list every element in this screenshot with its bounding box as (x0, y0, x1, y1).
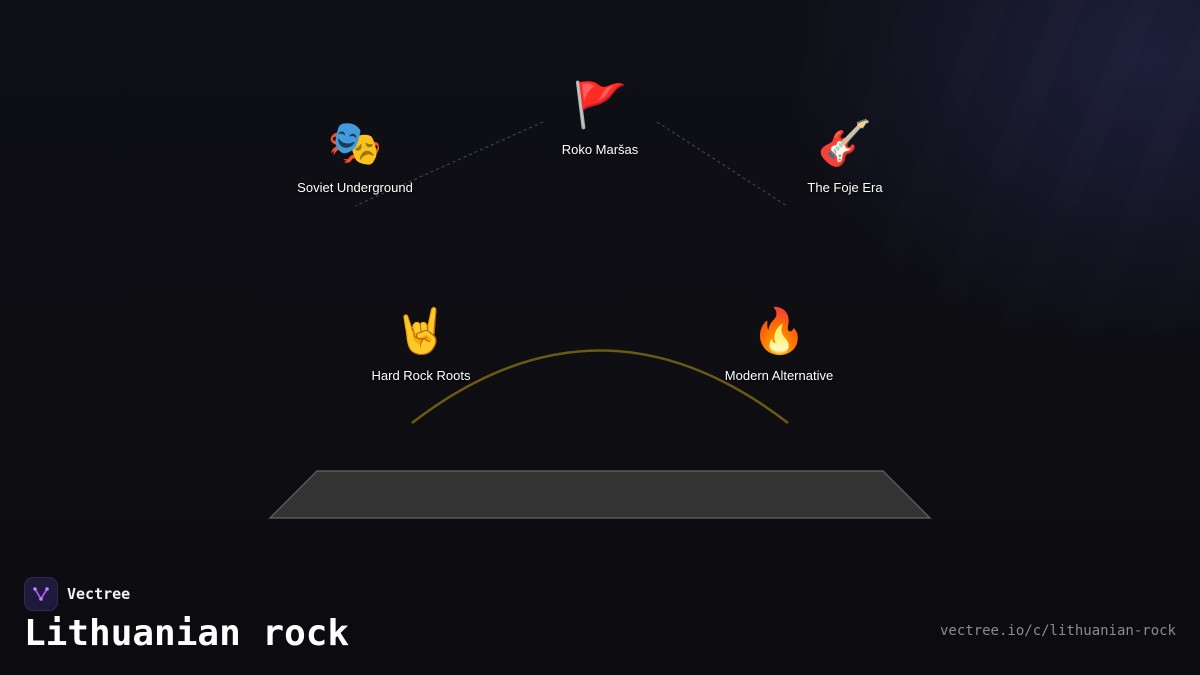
page-title: Lithuanian rock (24, 613, 350, 654)
node-modern-alternative[interactable]: 🔥 Modern Alternative (679, 306, 879, 383)
rock-hand-sign-icon: 🤘 (393, 306, 449, 357)
node-label: Modern Alternative (724, 368, 834, 383)
connector-roko-foje (656, 121, 788, 207)
stage-platform (268, 470, 932, 519)
brand[interactable]: Vectree (24, 577, 130, 611)
red-flag-icon: 🚩 (572, 80, 628, 131)
node-label: The Foje Era (807, 180, 883, 195)
brand-name: Vectree (67, 585, 131, 603)
vectree-logo-icon (24, 577, 58, 611)
node-the-foje-era[interactable]: 🎸 The Foje Era (745, 118, 945, 195)
page-url[interactable]: vectree.io/c/lithuanian-rock (939, 623, 1176, 639)
node-label: Hard Rock Roots (371, 368, 471, 383)
fire-icon: 🔥 (751, 306, 807, 357)
node-label: Soviet Underground (297, 180, 413, 195)
arc-connector (411, 349, 789, 424)
node-soviet-underground[interactable]: 🎭 Soviet Underground (255, 118, 455, 195)
performing-arts-masks-icon: 🎭 (327, 118, 383, 169)
node-label: Roko Maršas (561, 142, 639, 157)
node-roko-marsas[interactable]: 🚩 Roko Maršas (500, 80, 700, 157)
guitar-icon: 🎸 (817, 118, 873, 169)
node-hard-rock-roots[interactable]: 🤘 Hard Rock Roots (321, 306, 521, 383)
connector-roko-soviet (354, 121, 544, 207)
